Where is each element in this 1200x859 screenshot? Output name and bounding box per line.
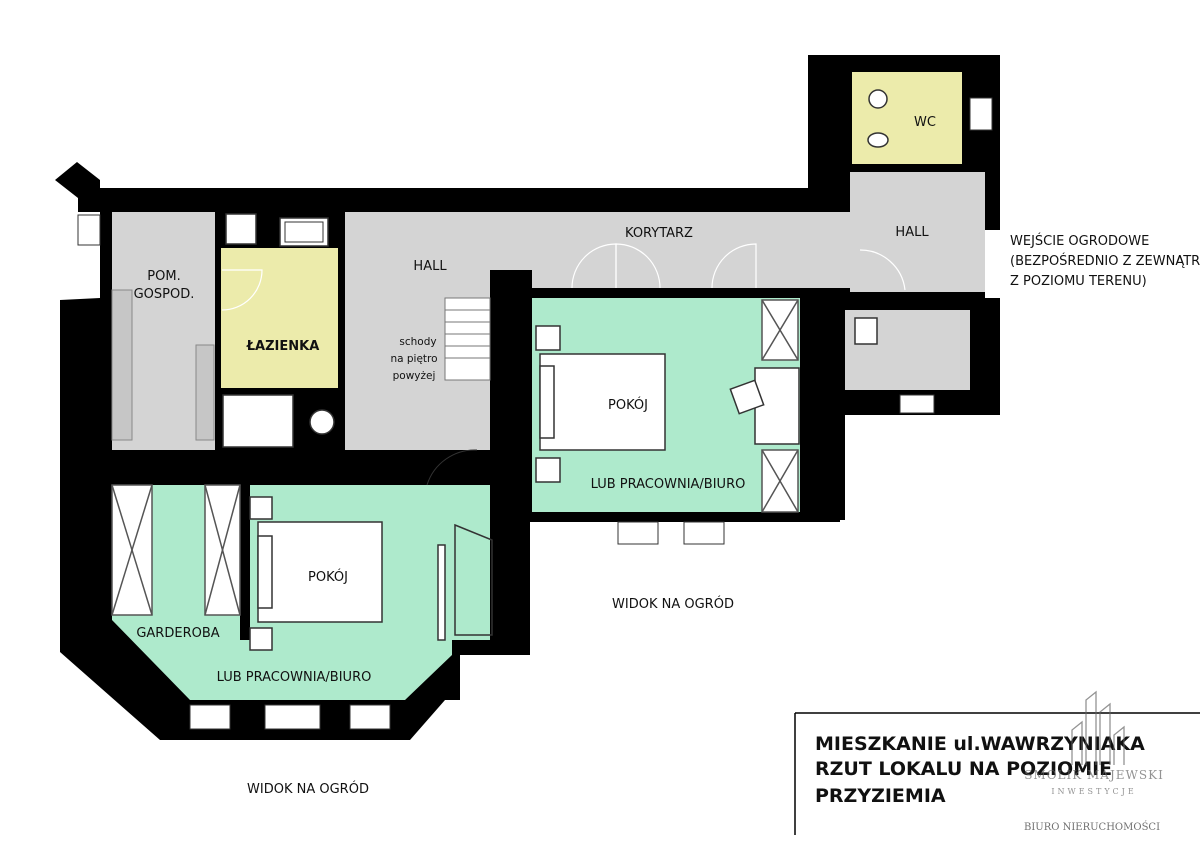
window-pokoj-1 [617, 521, 659, 545]
building-icon [1071, 690, 1125, 765]
title-box: MIESZKANIE ul.WAWRZYNIAKA RZUT LOKALU NA… [794, 712, 1200, 835]
label-schody-2: na piętro [390, 353, 437, 365]
window-pokoj-2 [683, 521, 725, 545]
label-widok-middle: WIDOK NA OGRÓD [612, 596, 734, 612]
label-lub-left: LUB PRACOWNIA/BIURO [217, 670, 372, 685]
label-wejscie-2: (BEZPOŚREDNIO Z ZEWNĄTRZ [1010, 253, 1200, 269]
label-schody-1: schody [399, 336, 436, 348]
window-left-side [77, 214, 101, 246]
lazienka-area [220, 248, 338, 390]
kitchen-counter [111, 289, 215, 441]
label-garderoba: GARDEROBA [136, 626, 219, 641]
label-widok-bottom: WIDOK NA OGRÓD [247, 781, 369, 797]
room-labels: POM. GOSPOD. ŁAZIENKA HALL schody na pię… [134, 115, 936, 685]
window-bottom-1 [189, 704, 231, 730]
label-wc: WC [914, 115, 936, 130]
window-entry [899, 394, 935, 414]
brand-name: SMOLIK MAJEWSKI [1024, 768, 1164, 782]
title-line-1: MIESZKANIE ul.WAWRZYNIAKA [815, 733, 1145, 755]
window-wc [969, 97, 993, 131]
label-lazienka: ŁAZIENKA [246, 339, 320, 354]
beds [249, 325, 800, 651]
brand-office: BIURO NIERUCHOMOŚCI [1024, 821, 1160, 833]
label-korytarz: KORYTARZ [625, 226, 693, 241]
brand-sub: INWESTYCJE [1051, 787, 1136, 796]
label-lub-right: LUB PRACOWNIA/BIURO [591, 477, 746, 492]
outside-labels: WIDOK NA OGRÓD WIDOK NA OGRÓD WEJŚCIE OG… [247, 233, 1200, 797]
title-line-3: PRZYZIEMIA [815, 785, 946, 807]
label-wejscie-3: Z POZIOMU TERENU) [1010, 274, 1147, 289]
wardrobes [111, 299, 799, 616]
wc-area [852, 72, 962, 164]
label-wejscie-1: WEJŚCIE OGRODOWE [1010, 233, 1149, 249]
title-line-2: RZUT LOKALU NA POZIOMIE [815, 758, 1112, 780]
label-schody-3: powyżej [393, 370, 436, 382]
window-bottom-2 [264, 704, 321, 730]
label-pokoj-left: POKÓJ [308, 569, 348, 585]
stairs [444, 297, 491, 381]
windows [77, 97, 993, 730]
label-hall-right: HALL [895, 225, 929, 240]
fixtures [222, 89, 889, 448]
brand-logo: SMOLIK MAJEWSKI INWESTYCJE BIURO NIERUCH… [1024, 690, 1164, 833]
label-pokoj-right: POKÓJ [608, 397, 648, 413]
label-pom-gospod-2: GOSPOD. [134, 287, 195, 302]
doors [221, 243, 906, 636]
hall-right-area [850, 172, 985, 292]
label-hall-left: HALL [413, 259, 447, 274]
bathroom-areas [220, 72, 962, 390]
partitions [100, 150, 850, 640]
window-bottom-3 [349, 704, 391, 730]
label-pom-gospod-1: POM. [147, 269, 180, 284]
